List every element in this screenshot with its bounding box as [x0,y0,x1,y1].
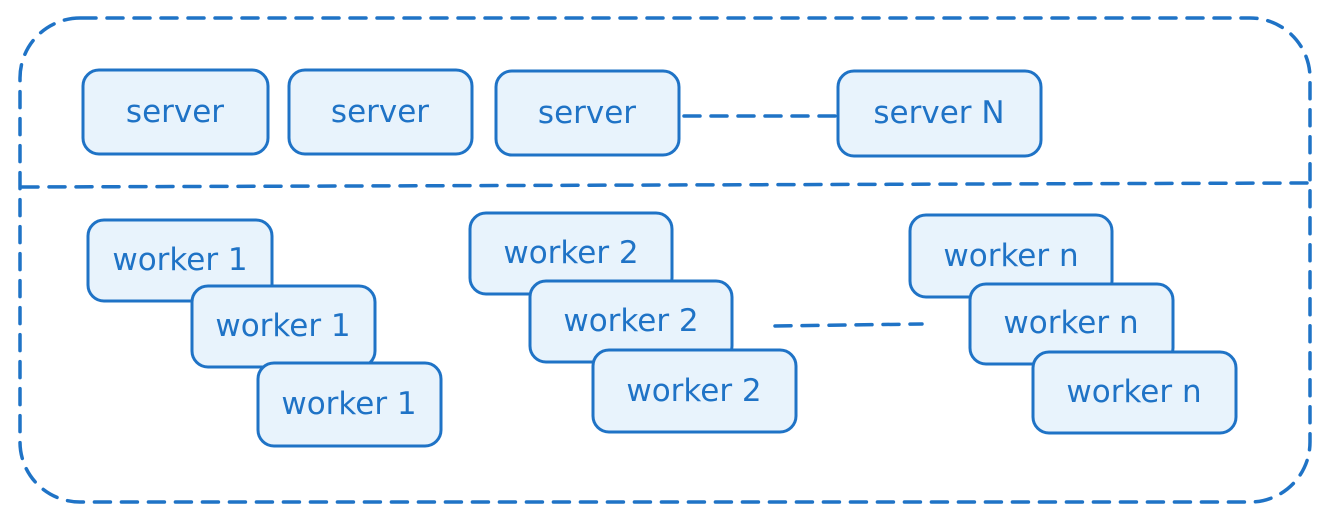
server-label: server [126,94,224,130]
worker-node: worker 1 [256,361,443,448]
worker-label: worker n [1003,305,1138,341]
tier-divider [20,181,1310,189]
server-node: server [81,68,270,156]
worker-group-2: worker 2 worker 2 worker 2 [468,211,798,434]
worker-node: worker 2 [468,211,674,296]
worker-node: worker 2 [528,279,734,364]
worker-node: worker n [968,282,1175,366]
server-label: server [331,94,429,130]
worker-label: worker 2 [626,373,761,409]
worker-node: worker n [1031,350,1238,435]
worker-ellipsis-connector [773,322,924,328]
server-node: server [287,68,474,156]
worker-label: worker 1 [112,242,247,278]
worker-label: worker 2 [503,235,638,271]
server-label: server [538,95,636,131]
worker-label: worker 1 [215,308,350,344]
worker-label: worker n [1066,374,1201,410]
cluster-boundary [18,16,1312,504]
worker-label: worker 2 [563,303,698,339]
worker-node: worker 1 [190,284,377,369]
worker-node: worker 1 [86,218,274,303]
worker-node: worker n [908,213,1114,299]
worker-group-n: worker n worker n worker n [908,213,1238,435]
server-label: server N [873,95,1004,131]
worker-label: worker 1 [281,386,416,422]
server-node-last: server N [836,69,1043,158]
worker-node: worker 2 [591,348,798,434]
worker-group-1: worker 1 worker 1 worker 1 [86,218,443,448]
worker-label: worker n [943,238,1078,274]
server-node: server [494,69,681,157]
